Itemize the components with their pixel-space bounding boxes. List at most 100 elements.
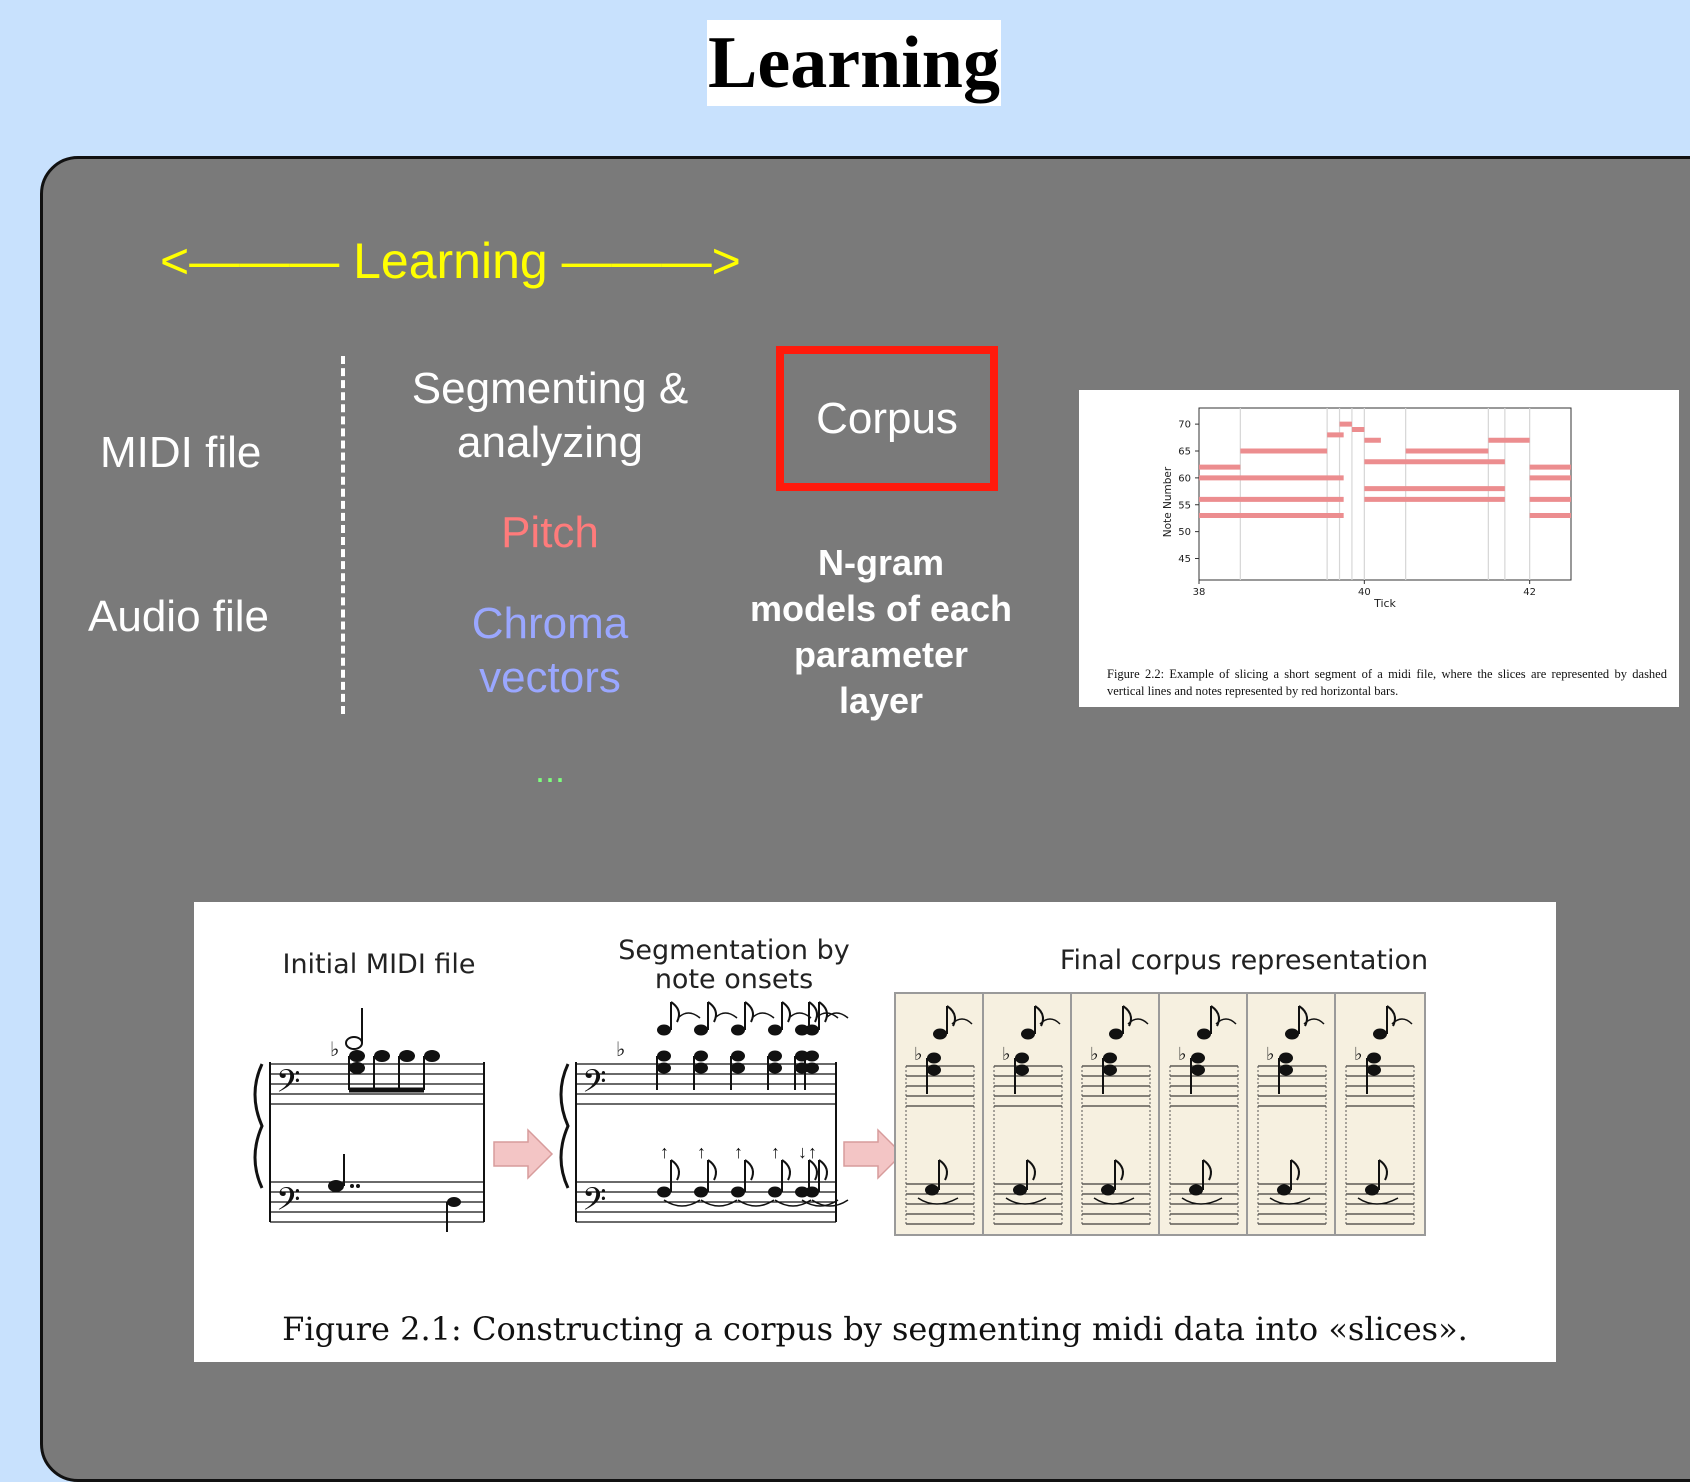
plot-area bbox=[1198, 407, 1572, 581]
note-flag bbox=[808, 1001, 818, 1023]
tie bbox=[700, 1199, 738, 1207]
note-head bbox=[657, 1062, 671, 1074]
svg-text:♭: ♭ bbox=[1354, 1044, 1363, 1064]
slice-notation: ♭ bbox=[1257, 1005, 1327, 1225]
figure-2-2-caption: Figure 2.2: Example of slicing a short s… bbox=[1107, 667, 1667, 698]
note-bar bbox=[1529, 475, 1571, 481]
corpus-label: Corpus bbox=[816, 393, 958, 443]
note-head bbox=[768, 1062, 782, 1074]
note-head bbox=[795, 1062, 809, 1074]
slice-card: ♭ bbox=[894, 992, 986, 1236]
note-head bbox=[731, 1062, 745, 1074]
note-bar bbox=[1364, 486, 1505, 492]
note-bar bbox=[1199, 513, 1344, 518]
note-head bbox=[768, 1050, 782, 1062]
note-bar bbox=[1327, 432, 1344, 438]
corpus-box: Corpus bbox=[776, 346, 998, 491]
svg-text:♭: ♭ bbox=[1266, 1044, 1275, 1064]
flat-icon: ♭ bbox=[616, 1039, 625, 1061]
slice-notation: ♭ bbox=[1081, 1005, 1151, 1225]
note-bar bbox=[1405, 448, 1489, 454]
tie bbox=[774, 1199, 812, 1207]
note-bar bbox=[1529, 464, 1571, 470]
y-tick-label: 55 bbox=[1178, 500, 1191, 511]
score-illustration: 𝄢 𝄢 ♭ bbox=[253, 1001, 904, 1232]
note-head bbox=[731, 1050, 745, 1062]
note-bar bbox=[1199, 464, 1241, 470]
note-head bbox=[694, 1062, 708, 1074]
tie bbox=[737, 1199, 775, 1207]
figure-2-1: Initial MIDI file Segmentation by note o… bbox=[194, 902, 1556, 1362]
ngram-line1: N-gram bbox=[817, 542, 945, 583]
note-bar bbox=[1364, 437, 1381, 443]
note-head bbox=[731, 1024, 745, 1036]
svg-text:♭: ♭ bbox=[1178, 1044, 1187, 1064]
svg-text:♭: ♭ bbox=[1090, 1044, 1099, 1064]
source-midi-file: MIDI file bbox=[100, 428, 262, 477]
note-head bbox=[694, 1050, 708, 1062]
y-tick-label: 60 bbox=[1178, 473, 1191, 484]
note-bar bbox=[1529, 496, 1571, 502]
label-segmentation: Segmentation by note onsets bbox=[594, 936, 874, 994]
svg-text:𝄢: 𝄢 bbox=[276, 1063, 300, 1107]
note-bar bbox=[1364, 459, 1505, 465]
source-audio-file: Audio file bbox=[88, 592, 270, 641]
note-head bbox=[657, 1024, 671, 1036]
slice-notation: ♭ bbox=[905, 1005, 975, 1225]
slice-card: ♭ bbox=[1246, 992, 1338, 1236]
slice-card: ♭ bbox=[1070, 992, 1162, 1236]
note-head bbox=[795, 1050, 809, 1062]
svg-text:♭: ♭ bbox=[914, 1044, 923, 1064]
label-initial-midi: Initial MIDI file bbox=[282, 949, 476, 980]
source-divider bbox=[341, 356, 345, 714]
svg-text:𝄢: 𝄢 bbox=[582, 1181, 606, 1225]
note-head bbox=[768, 1186, 782, 1198]
feature-chroma-line1: Chroma bbox=[471, 599, 629, 648]
note-flag bbox=[670, 1001, 680, 1023]
svg-text:♭: ♭ bbox=[330, 1039, 339, 1061]
segmenting-line2: analyzing bbox=[457, 418, 643, 467]
title-box: Learning bbox=[707, 20, 1001, 106]
note-head bbox=[694, 1024, 708, 1036]
y-tick-label: 45 bbox=[1178, 554, 1191, 565]
onset-arrow-icon: ↑ bbox=[734, 1142, 743, 1162]
initial-score: 𝄢 𝄢 ♭ bbox=[253, 1008, 485, 1232]
feature-pitch: Pitch bbox=[501, 508, 599, 557]
note-head bbox=[795, 1186, 809, 1198]
onset-arrow-icon: ↓ bbox=[798, 1142, 807, 1162]
x-tick-label: 42 bbox=[1523, 587, 1536, 598]
note-head bbox=[805, 1062, 819, 1074]
onset-arrow-icon: ↑ bbox=[697, 1142, 706, 1162]
svg-text:𝄢: 𝄢 bbox=[276, 1181, 300, 1225]
slice-notation: ♭ bbox=[993, 1005, 1063, 1225]
ngram-line4: layer bbox=[838, 680, 924, 721]
ngram-line2: models of each bbox=[749, 588, 1013, 629]
svg-text:♭: ♭ bbox=[1002, 1044, 1011, 1064]
label-segmentation-line2: note onsets bbox=[654, 964, 814, 995]
segmenting-line1: Segmenting & bbox=[411, 364, 689, 413]
tie bbox=[811, 1199, 849, 1207]
note-bar bbox=[1199, 496, 1344, 502]
learning-arrow-heading: <——— Learning ———> bbox=[160, 233, 741, 289]
slice-card: ♭ bbox=[1158, 992, 1250, 1236]
slice-card: ♭ bbox=[1334, 992, 1426, 1236]
feature-chroma-line2: vectors bbox=[479, 653, 621, 702]
slice-notation: ♭ bbox=[1345, 1005, 1415, 1225]
ngram-description: N-gram models of each parameter layer bbox=[730, 540, 1032, 724]
arrow-right-icon bbox=[843, 1128, 904, 1180]
note-flag bbox=[781, 1159, 791, 1181]
x-tick-label: 40 bbox=[1358, 587, 1371, 598]
arrow-right-icon bbox=[493, 1128, 554, 1180]
note-head bbox=[795, 1024, 809, 1036]
note-bar bbox=[1339, 421, 1352, 427]
note-flag bbox=[670, 1159, 680, 1181]
note-flag bbox=[818, 1001, 828, 1023]
tie bbox=[801, 1199, 839, 1207]
segmented-score: 𝄢 𝄢 ↑↑↑↑↑↓♭ bbox=[559, 1001, 849, 1225]
note-head bbox=[731, 1186, 745, 1198]
x-tick-label: 38 bbox=[1193, 587, 1206, 598]
note-flag bbox=[707, 1001, 717, 1023]
note-bar bbox=[1199, 475, 1344, 481]
